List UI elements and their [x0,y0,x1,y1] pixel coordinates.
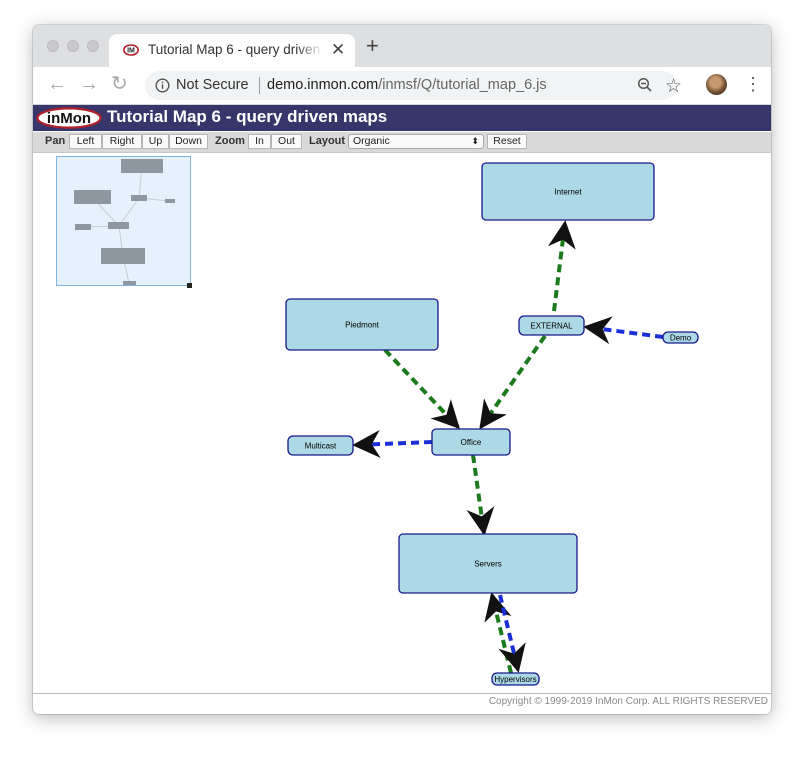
map-edge [583,316,664,345]
minimap-node [75,224,91,230]
tab-close-icon[interactable]: ✕ [331,40,346,59]
inmon-logo: inMon [36,107,102,129]
map-node-box[interactable] [491,672,540,686]
map-edges [352,220,664,674]
minimap-node [108,222,129,229]
layout-label: Layout [309,135,346,147]
new-tab-button[interactable]: + [366,33,379,58]
minimap-node [101,248,145,264]
layout-selected-value: Organic [353,135,390,147]
minimap-graph [74,159,175,285]
map-node-box[interactable] [481,162,655,221]
map-controls-bar: Pan Left Right Up Down Zoom In Out Layou… [33,132,771,153]
tab-strip: IM Tutorial Map 6 - query driven maps ✕ … [33,25,771,67]
zoom-label: Zoom [215,135,245,147]
minimap-node [74,190,111,204]
map-node-multicast[interactable]: Multicast [287,435,354,456]
map-node-label: Servers [474,560,502,569]
minimap-node [123,281,136,285]
map-edge [547,220,576,312]
map-node-box[interactable] [287,435,354,456]
minimap-node [165,199,175,203]
url-text[interactable]: demo.inmon.com/inmsf/Q/tutorial_map_6.js [267,77,547,93]
security-label: Not Secure [176,77,249,93]
select-updown-icon: ⬍ [471,136,479,146]
map-node-piedmont[interactable]: Piedmont [285,298,439,351]
zoom-out-icon[interactable] [637,77,653,93]
close-window-button[interactable] [47,40,59,52]
pan-up-button[interactable]: Up [142,134,169,149]
map-node-servers[interactable]: Servers [398,533,578,594]
map-node-demo[interactable]: Demo [662,331,699,344]
map-edge [383,348,460,430]
pan-right-button[interactable]: Right [102,134,142,149]
back-arrow-icon[interactable]: ← [47,73,67,95]
bookmark-star-icon[interactable]: ☆ [665,76,683,97]
url-host: demo.inmon.com [267,77,379,93]
svg-text:IM: IM [127,48,135,55]
map-node-box[interactable] [285,298,439,351]
map-node-label: Multicast [305,442,337,451]
map-node-label: Hypervisors [494,675,536,684]
omnibox-divider [259,77,260,94]
inmon-favicon-icon: IM [123,44,139,56]
copyright-text: Copyright © 1999-2019 InMon Corp. ALL RI… [488,696,768,707]
zoom-out-button[interactable]: Out [271,134,302,149]
pan-label: Pan [45,135,66,147]
maximize-window-button[interactable] [87,40,99,52]
reload-icon[interactable]: ↻ [111,73,128,95]
browser-toolbar: ← → ↻ Not Secure demo.inmon.com/inmsf/Q/… [33,67,771,105]
menu-kebab-icon[interactable]: ⋮ [744,74,762,94]
map-node-box[interactable] [518,315,585,336]
reset-button[interactable]: Reset [487,134,527,149]
minimap-resize-handle[interactable] [187,283,192,288]
tab-title: Tutorial Map 6 - query driven maps [148,42,323,57]
url-path: /inmsf/Q/tutorial_map_6.js [378,77,547,93]
map-node-internet[interactable]: Internet [481,162,655,221]
map-node-label: EXTERNAL [530,322,573,331]
browser-window: IM Tutorial Map 6 - query driven maps ✕ … [33,25,771,714]
browser-tab[interactable]: IM Tutorial Map 6 - query driven maps ✕ [109,34,355,67]
minimap-node [121,159,163,173]
map-node-label: Internet [554,188,582,197]
address-bar[interactable]: Not Secure demo.inmon.com/inmsf/Q/tutori… [145,71,682,100]
pan-left-button[interactable]: Left [69,134,102,149]
map-node-box[interactable] [398,533,578,594]
map-node-office[interactable]: Office [431,428,511,456]
overview-minimap[interactable] [56,156,191,286]
map-edge [466,454,495,536]
map-node-label: Demo [670,334,692,343]
map-node-box[interactable] [662,331,699,344]
profile-avatar[interactable] [706,74,727,95]
page-title: Tutorial Map 6 - query driven maps [107,107,388,126]
forward-arrow-icon[interactable]: → [79,73,99,95]
pan-down-button[interactable]: Down [169,134,208,149]
map-node-box[interactable] [431,428,511,456]
svg-text:inMon: inMon [47,110,91,127]
layout-select[interactable]: Organic ⬍ [348,134,484,149]
map-node-label: Piedmont [345,321,380,330]
map-node-external[interactable]: EXTERNAL [518,315,585,336]
minimap-node [131,195,147,201]
map-node-hypervisors[interactable]: Hypervisors [491,672,540,686]
zoom-in-button[interactable]: In [248,134,271,149]
page-header: inMon Tutorial Map 6 - query driven maps [33,105,771,131]
minimize-window-button[interactable] [67,40,79,52]
map-edge [479,334,547,430]
map-edge [352,430,433,459]
map-node-label: Office [461,438,482,447]
footer-divider [33,693,771,694]
info-icon[interactable] [155,78,170,93]
